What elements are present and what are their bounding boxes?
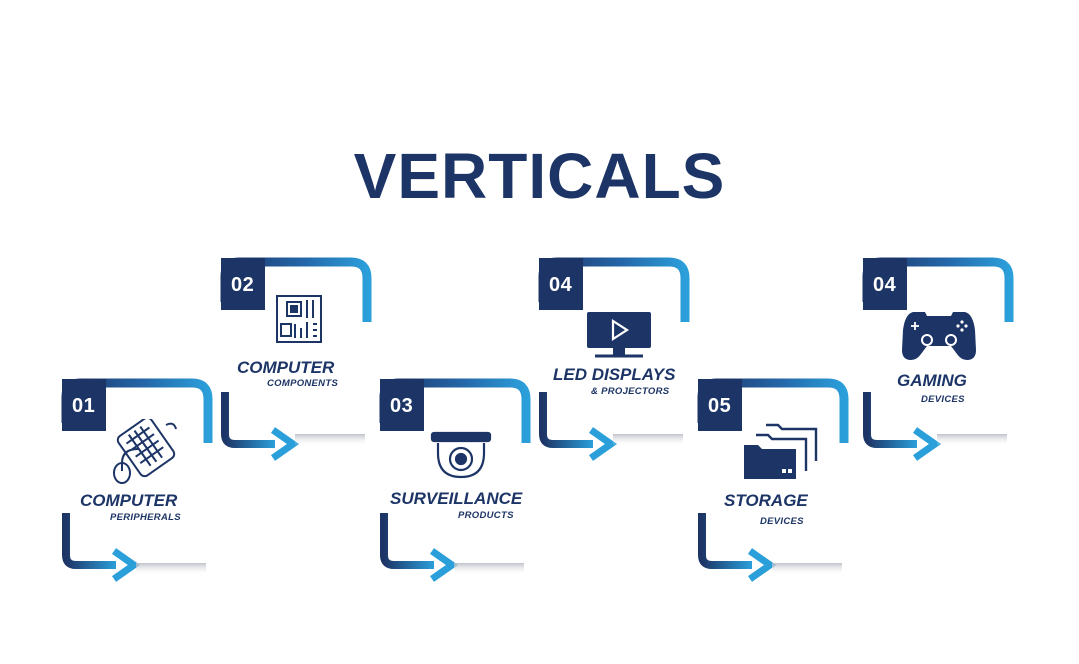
card-title: STORAGE (724, 491, 808, 510)
card-title: LED DISPLAYS (553, 365, 676, 384)
card-subtitle: PRODUCTS (458, 510, 514, 521)
card-title: GAMING (897, 371, 967, 390)
card-title: SURVEILLANCE (390, 489, 523, 508)
card-title: COMPUTER (80, 491, 178, 510)
gamepad-icon (902, 312, 976, 360)
card-subtitle: PERIPHERALS (110, 512, 181, 523)
card-frame (697, 378, 849, 582)
keyboard-mouse-icon (113, 419, 177, 484)
card-frame (862, 257, 1014, 461)
card-subtitle: DEVICES (921, 394, 965, 405)
card-number: 04 (549, 274, 573, 296)
vertical-card-storage-devices[interactable]: 05 STORAGE DEVICES (697, 378, 852, 583)
card-number: 02 (231, 274, 255, 296)
card-number: 05 (708, 395, 732, 417)
vertical-card-computer-peripherals[interactable]: 01 COMPUTER PERIPHERALS (61, 378, 216, 583)
card-frame (538, 257, 690, 461)
card-subtitle: & PROJECTORS (591, 386, 670, 397)
card-title: COMPUTER (237, 358, 335, 377)
vertical-card-gaming-devices[interactable]: 04 GAMING DEVICES (862, 257, 1017, 462)
folders-icon (744, 423, 818, 479)
motherboard-icon (276, 295, 322, 343)
card-frame (379, 378, 531, 582)
card-number: 01 (72, 395, 96, 417)
card-subtitle: COMPONENTS (267, 378, 339, 389)
vertical-card-computer-components[interactable]: 02 COMPUTER COMPONENTS (220, 257, 375, 462)
card-number: 03 (390, 395, 414, 417)
page-title: VERTICALS (353, 140, 726, 212)
card-frame (61, 378, 213, 582)
card-subtitle: DEVICES (760, 516, 804, 527)
card-frame (220, 257, 372, 461)
card-number: 04 (873, 274, 897, 296)
monitor-play-icon (587, 312, 651, 358)
vertical-card-surveillance-products[interactable]: 03 SURVEILLANCE PRODUCTS (379, 378, 534, 583)
dome-camera-icon (430, 431, 492, 479)
vertical-card-led-displays[interactable]: 04 LED DISPLAYS & PROJECTORS (538, 257, 693, 462)
